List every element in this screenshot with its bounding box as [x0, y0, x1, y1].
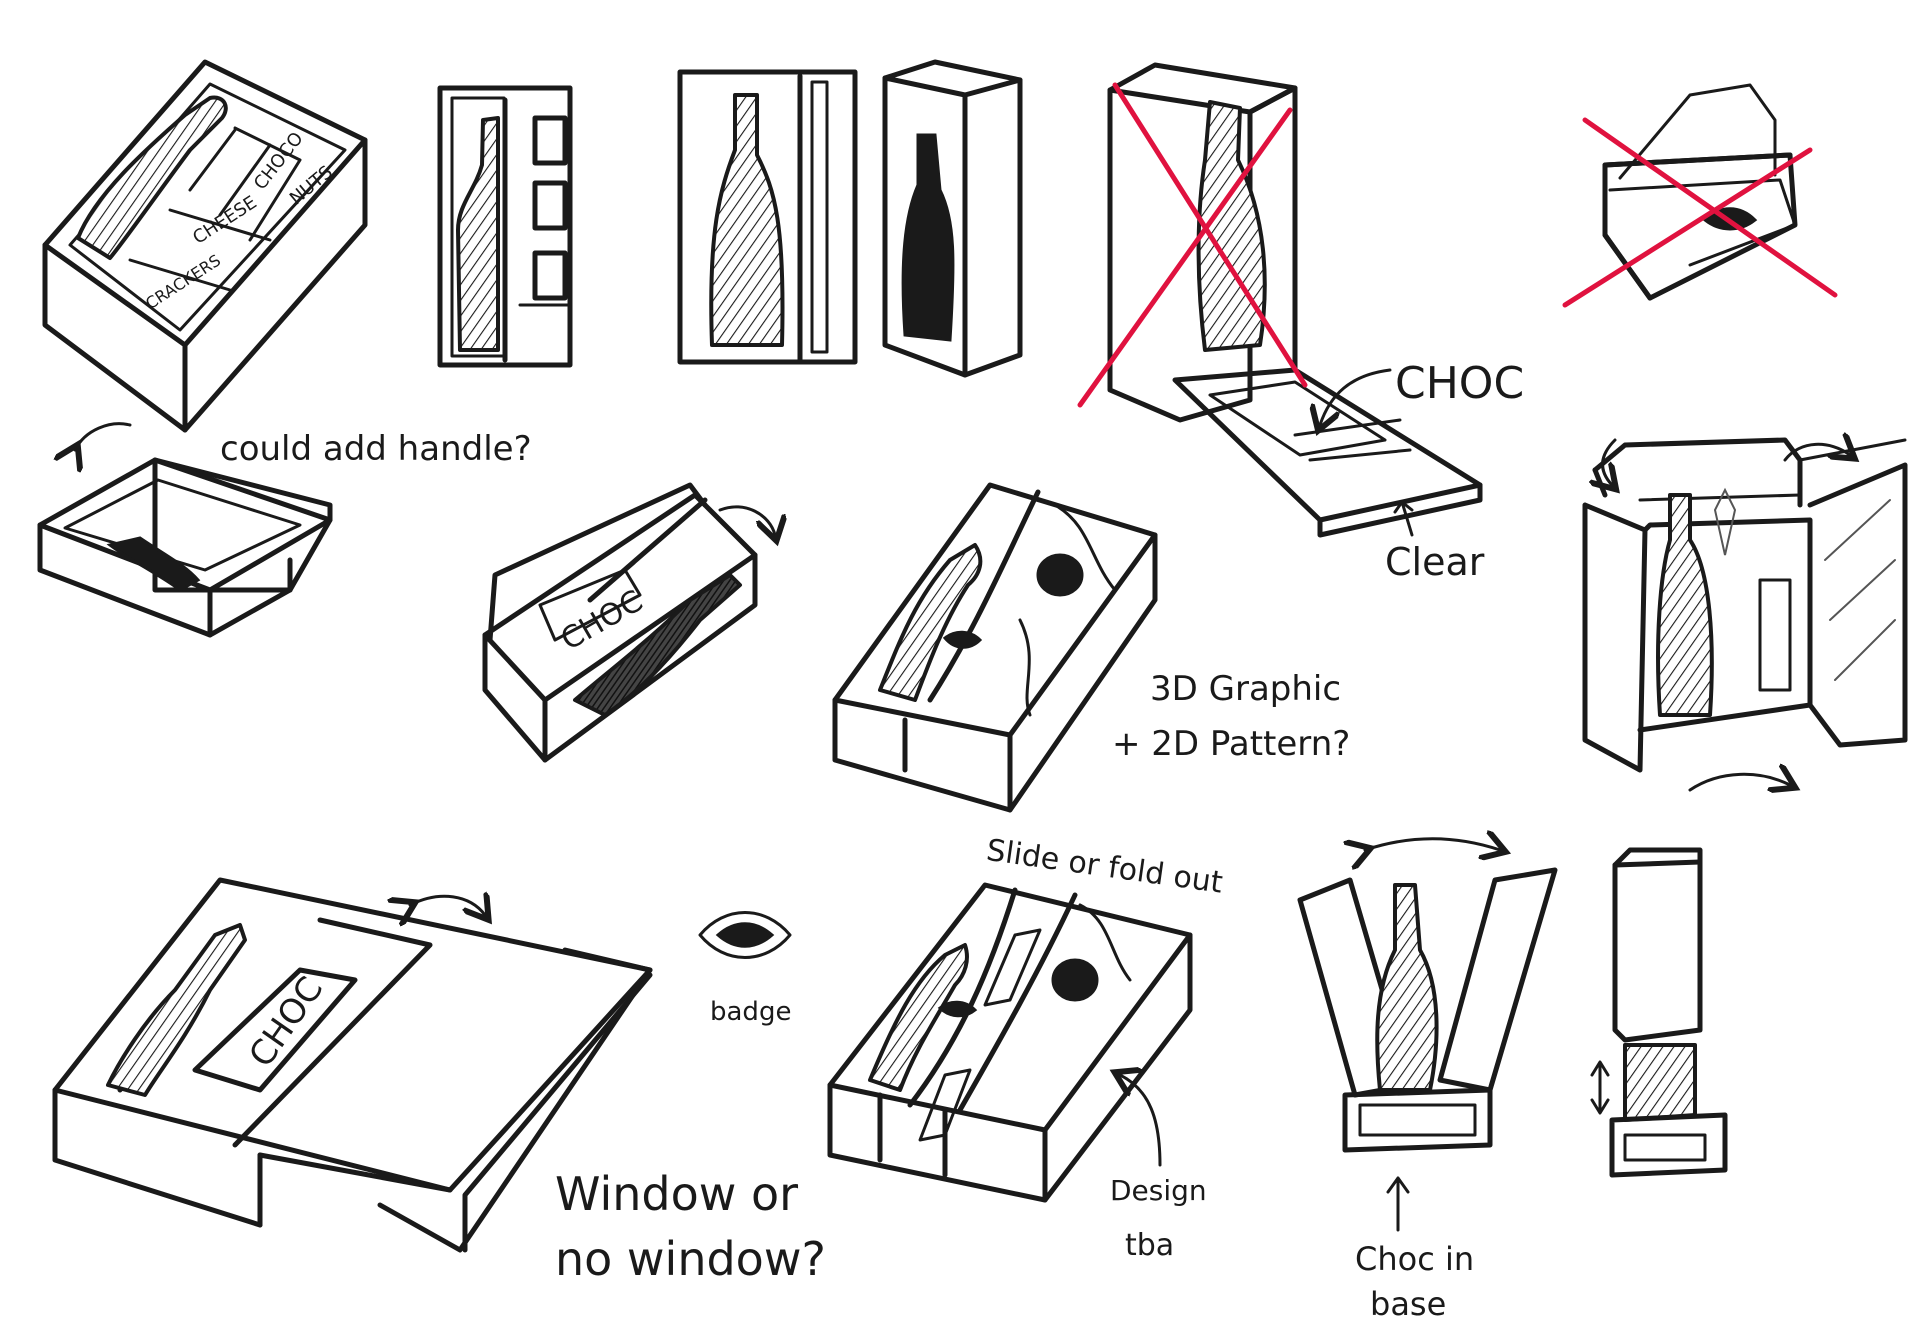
- tall-sleeve-box-sketch: [1590, 847, 1728, 1178]
- note-design: Design: [1110, 1174, 1207, 1207]
- note-badge: badge: [710, 997, 791, 1027]
- note-2d-pattern: + 2D Pattern?: [1112, 724, 1350, 764]
- note-choc-callout: CHOC: [1395, 358, 1524, 409]
- arrow-wing-left: [1603, 438, 1615, 485]
- arrow-sleeve-updown: [1590, 1060, 1610, 1115]
- note-tba: tba: [1125, 1228, 1174, 1263]
- clear-lid-box-sketch: [37, 422, 333, 638]
- rejected-cross-line-1: [1112, 82, 1308, 388]
- arrow-wing-bottom: [1688, 774, 1790, 790]
- note-slide-or-fold: Slide or fold out: [984, 833, 1225, 901]
- v-opening-box-sketch: Choc in base: [1297, 839, 1558, 1323]
- rejected-cross-line-2: [1077, 107, 1293, 408]
- slide-out-long-box-sketch: CHOC Window or no window?: [52, 877, 826, 1286]
- handle-box-rejected-sketch: [1562, 83, 1838, 308]
- arrow-clear: [1393, 500, 1414, 537]
- note-base: base: [1370, 1285, 1446, 1323]
- note-window-or: Window or: [555, 1167, 798, 1221]
- arrow-wing-top: [1783, 444, 1850, 460]
- tall-box-dark-bottle-sketch: [882, 59, 1023, 378]
- note-could-add-handle: could add handle?: [220, 429, 532, 469]
- open-choc-bottle-box-sketch: CHOC: [482, 482, 775, 763]
- label-choc-box-8: CHOC: [555, 583, 649, 657]
- arrow-flap-rotate: [718, 505, 775, 535]
- arrow-v-rotate: [1365, 839, 1500, 850]
- drawer-box-rejected-sketch: CHOC Clear: [1077, 62, 1524, 584]
- note-choc-in: Choc in: [1355, 1240, 1474, 1278]
- slide-fold-face-box-sketch: Slide or fold out Design tba: [827, 833, 1225, 1263]
- note-clear: Clear: [1385, 540, 1485, 584]
- bottle-window-box-sketch: [677, 69, 858, 365]
- arrow-choc-callout: [1320, 368, 1392, 425]
- arrow-lid-open: [75, 422, 132, 450]
- arrow-design: [1120, 1075, 1162, 1167]
- hamper-box-sketch: CRACKERS CHEESE CHOCO NUTS: [42, 59, 368, 433]
- arrow-choc-base: [1386, 1176, 1410, 1232]
- arrow-slide-rotate: [410, 896, 485, 915]
- note-3d-graphic: 3D Graphic: [1150, 669, 1341, 709]
- face-graphic-box-sketch: 3D Graphic + 2D Pattern?: [832, 482, 1350, 813]
- rejected-cross-line-4: [1562, 147, 1813, 308]
- note-no-window: no window?: [555, 1232, 826, 1286]
- opening-wings-box-sketch: [1582, 438, 1908, 790]
- lips-badge-sketch: badge: [698, 911, 792, 1027]
- window-box-front-sketch: [437, 85, 573, 368]
- rejected-cross-line-3: [1582, 117, 1838, 298]
- label-crackers: CRACKERS: [142, 251, 224, 313]
